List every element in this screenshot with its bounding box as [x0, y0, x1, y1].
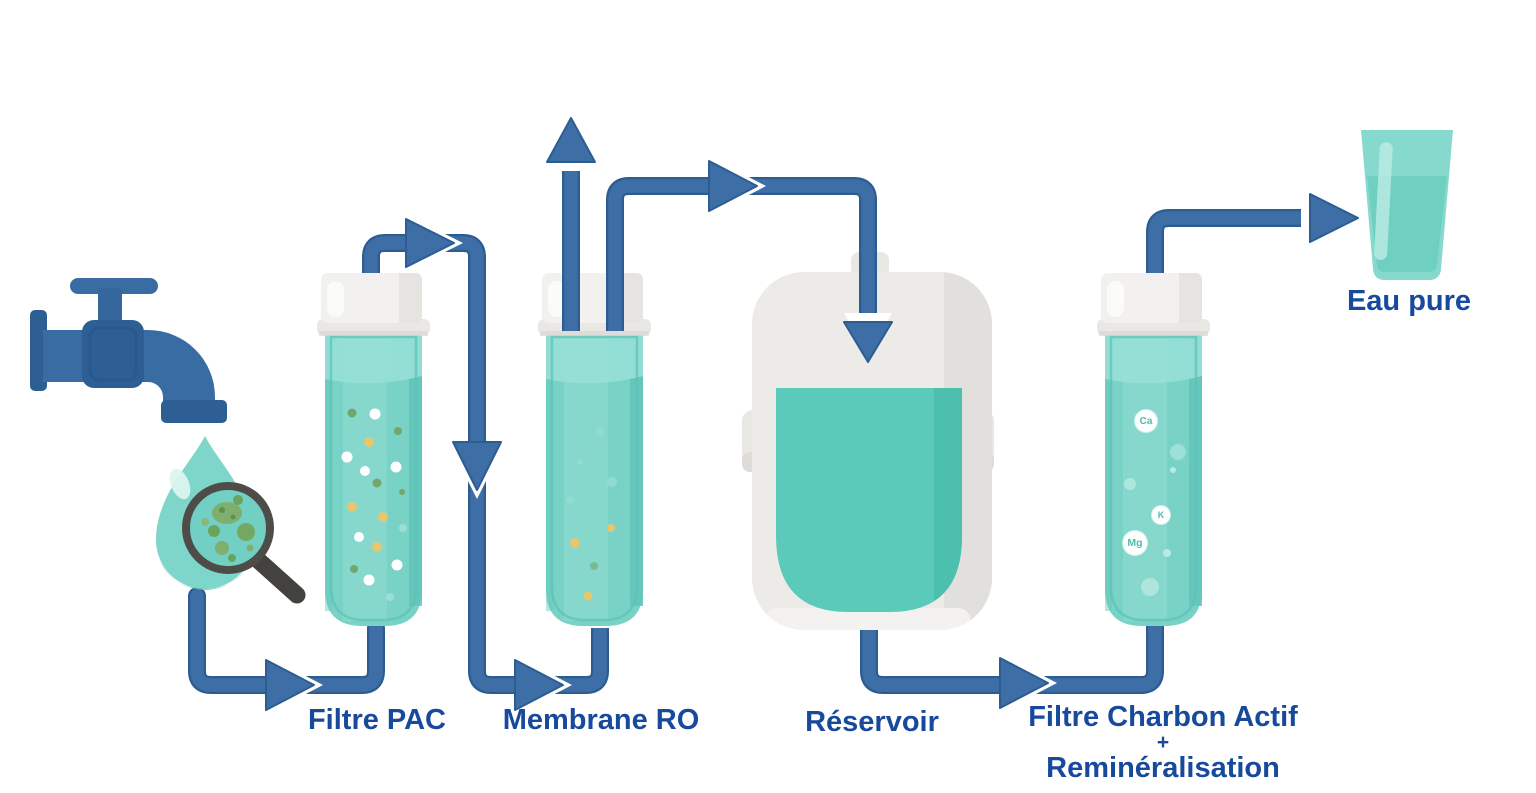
membrane-ro-cartridge [536, 271, 653, 628]
charcoal-filter-cartridge [1095, 271, 1212, 628]
label-charbon-actif: Filtre Charbon Actif + Reminéralisation [1010, 702, 1316, 784]
mineral-bubble-ca: Ca [1135, 410, 1157, 432]
ro-particles [566, 427, 617, 601]
label-charbon-line1: Filtre Charbon Actif [1028, 701, 1298, 733]
flow-arrowheads [265, 117, 1359, 711]
label-filtre-pac: Filtre PAC [307, 704, 447, 736]
filter-pac-cartridge [315, 271, 432, 628]
microbes [201, 495, 255, 562]
label-reservoir: Réservoir [805, 706, 939, 738]
magnifier-icon [182, 482, 306, 604]
label-charbon-plus: + [1156, 731, 1170, 754]
pac-particles [341, 408, 407, 601]
mineral-bubble-k: K [1152, 506, 1170, 524]
label-remineralisation: Reminéralisation [1046, 752, 1280, 784]
faucet-icon [30, 278, 227, 423]
mineral-plain-bubbles [1124, 444, 1186, 596]
label-membrane-ro: Membrane RO [502, 704, 700, 736]
mineral-bubble-mg: Mg [1123, 531, 1147, 555]
label-eau-pure: Eau pure [1346, 285, 1472, 317]
water-glass-icon [1361, 130, 1453, 280]
